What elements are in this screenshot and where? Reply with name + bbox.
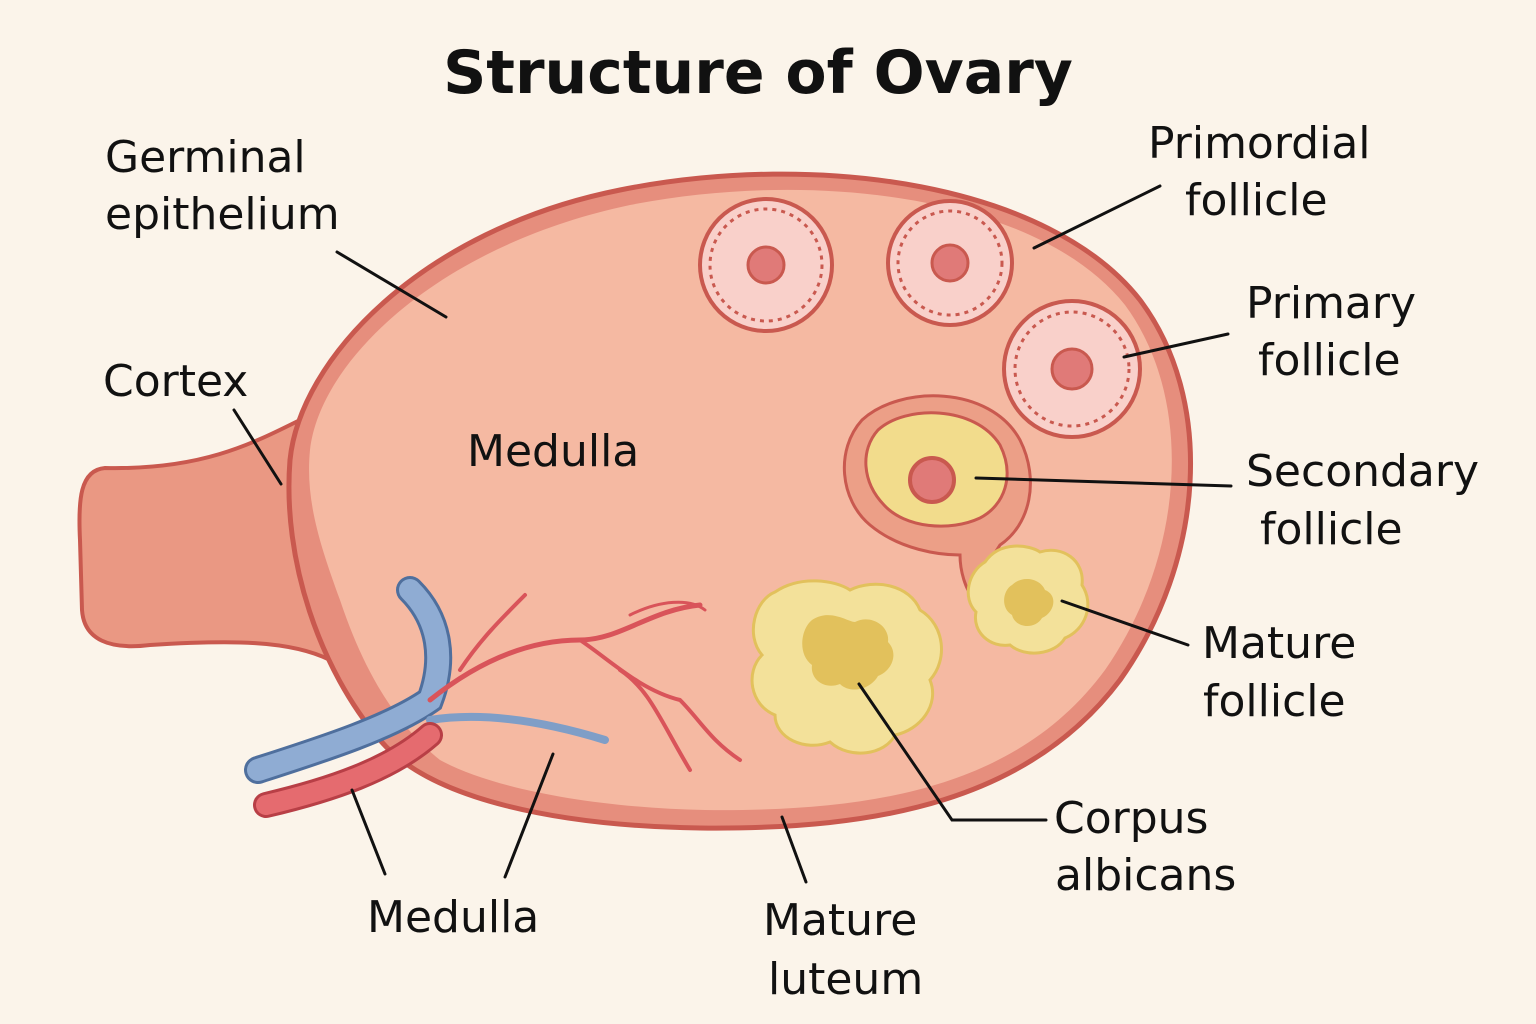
label-corpus-albicans-line2: albicans <box>1055 850 1236 901</box>
label-primordial-follicle-line1: Primordial <box>1148 118 1371 169</box>
label-germinal-epithelium-line2: epithelium <box>105 189 340 240</box>
label-mature-follicle-line1: Mature <box>1202 618 1356 669</box>
leader-mature-luteum <box>780 815 808 884</box>
primordial-follicle-2 <box>886 199 1014 327</box>
mature-follicle <box>966 544 1090 655</box>
ovarian-ligament <box>77 416 333 664</box>
label-medulla-bottom: Medulla <box>367 892 539 943</box>
label-secondary-follicle-line1: Secondary <box>1246 446 1479 497</box>
leader-secondary-follicle <box>974 476 1233 488</box>
diagram-title: Structure of Ovary <box>443 38 1073 108</box>
label-cortex: Cortex <box>103 356 248 407</box>
leader-germinal-epithelium <box>335 250 448 319</box>
blood-vessels <box>244 576 742 818</box>
label-corpus-albicans-line1: Corpus <box>1054 793 1208 844</box>
leader-cortex <box>232 408 283 486</box>
corpus-albicans <box>750 579 943 755</box>
ovary-stroma <box>309 189 1172 811</box>
leader-corpus-albicans <box>857 682 1048 822</box>
leader-primordial-follicle <box>1032 184 1162 250</box>
label-primordial-follicle-line2: follicle <box>1185 175 1328 226</box>
secondary-follicle <box>842 394 1032 603</box>
label-mature-luteum-line1: Mature <box>763 895 917 946</box>
leader-mature-follicle <box>1060 599 1190 647</box>
leader-medulla-artery <box>350 788 387 876</box>
label-primary-follicle-line1: Primary <box>1246 278 1416 329</box>
leader-primary-follicle <box>1122 332 1230 359</box>
primary-follicle <box>1002 299 1142 439</box>
label-medulla-center: Medulla <box>467 426 639 477</box>
label-mature-luteum-line2: luteum <box>768 954 923 1005</box>
leader-medulla-vein <box>503 752 555 879</box>
label-secondary-follicle-line2: follicle <box>1260 504 1403 555</box>
label-germinal-epithelium-line1: Germinal <box>105 132 306 183</box>
label-mature-follicle-line2: follicle <box>1203 676 1346 727</box>
label-primary-follicle-line2: follicle <box>1258 335 1401 386</box>
primordial-follicle-1 <box>698 197 834 333</box>
